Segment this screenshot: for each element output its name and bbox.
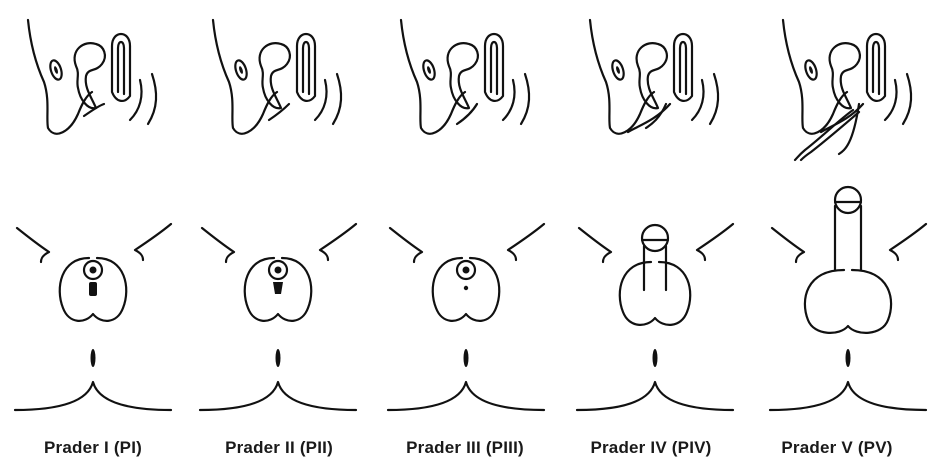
- bladder-outline: [297, 34, 315, 101]
- clitoral-center: [90, 267, 97, 274]
- pubic-curve-1: [503, 80, 515, 120]
- frontal-view-1: [15, 224, 171, 410]
- pubic-curve-1: [130, 80, 142, 120]
- right-inguinal-line: [135, 224, 171, 260]
- body-contour: [590, 20, 654, 134]
- buttock-curve: [200, 382, 356, 410]
- pelvic-organ: [637, 43, 667, 108]
- body-contour: [783, 20, 847, 134]
- anus-mark: [846, 349, 851, 367]
- frontal-view-4: [577, 224, 733, 410]
- buttock-curve: [388, 382, 544, 410]
- buttock-curve: [15, 382, 171, 410]
- prader-stage-5: [770, 20, 926, 410]
- rectum-lumen: [808, 66, 814, 75]
- left-inguinal-line: [772, 228, 804, 262]
- prader-illustrations: [0, 0, 928, 430]
- urogenital-sinus: [457, 104, 477, 124]
- sagittal-view-3: [401, 20, 529, 134]
- left-inguinal-line: [579, 228, 611, 262]
- pelvic-organ: [75, 43, 105, 108]
- bladder-outline: [674, 34, 692, 101]
- left-inguinal-line: [17, 228, 49, 262]
- rectum-lumen: [53, 66, 59, 75]
- pelvic-organ: [448, 43, 478, 108]
- vaginal-opening: [89, 282, 97, 296]
- pelvic-organ: [260, 43, 290, 108]
- left-inguinal-line: [202, 228, 234, 262]
- rectum-lumen: [238, 66, 244, 75]
- penile-shaft: [835, 206, 861, 270]
- right-inguinal-line: [320, 224, 356, 260]
- labioscrotal-outline: [620, 262, 690, 325]
- vaginal-opening: [273, 282, 283, 294]
- pubic-curve-1: [315, 80, 327, 120]
- bladder-outline: [112, 34, 130, 101]
- body-contour: [28, 20, 92, 134]
- body-contour: [213, 20, 277, 134]
- pubic-curve-2: [710, 74, 718, 124]
- labioscrotal-outline: [805, 270, 891, 333]
- sinus-opening: [464, 286, 468, 290]
- bladder-outline: [867, 34, 885, 101]
- stage-label-1: Prader I (PI): [0, 438, 186, 458]
- bladder-inner: [873, 42, 879, 94]
- clitoral-center: [463, 267, 470, 274]
- penile-urethra-outer: [795, 110, 853, 160]
- anus-mark: [276, 349, 281, 367]
- bladder-inner: [118, 42, 124, 94]
- left-inguinal-line: [390, 228, 422, 262]
- bladder-inner: [680, 42, 686, 94]
- sagittal-view-4: [590, 20, 718, 134]
- prader-stage-1: [15, 20, 171, 410]
- stage-label-2: Prader II (PII): [186, 438, 372, 458]
- right-inguinal-line: [508, 224, 544, 260]
- sagittal-view-2: [213, 20, 341, 134]
- bladder-inner: [303, 42, 309, 94]
- anus-mark: [464, 349, 469, 367]
- pubic-curve-1: [885, 80, 897, 120]
- anus-mark: [91, 349, 96, 367]
- right-inguinal-line: [697, 224, 733, 260]
- pubic-curve-2: [333, 74, 341, 124]
- phallus-glans: [642, 225, 668, 251]
- prader-stage-2: [200, 20, 356, 410]
- prader-stage-4: [577, 20, 733, 410]
- pubic-curve-2: [903, 74, 911, 124]
- sagittal-view-5: [783, 20, 911, 160]
- buttock-curve: [577, 382, 733, 410]
- bladder-inner: [491, 42, 497, 94]
- right-inguinal-line: [890, 224, 926, 260]
- body-contour: [401, 20, 465, 134]
- penile-glans: [835, 187, 861, 213]
- bladder-outline: [485, 34, 503, 101]
- stage-label-4: Prader IV (PIV): [558, 438, 744, 458]
- pubic-curve-2: [521, 74, 529, 124]
- stage-label-5: Prader V (PV): [744, 438, 928, 458]
- frontal-view-3: [388, 224, 544, 410]
- phallus-shaft: [644, 246, 666, 290]
- pelvic-organ: [830, 43, 860, 108]
- rectum-lumen: [615, 66, 621, 75]
- frontal-view-2: [200, 224, 356, 410]
- buttock-curve: [770, 382, 926, 410]
- prader-stage-3: [388, 20, 544, 410]
- pubic-curve-2: [148, 74, 156, 124]
- clitoral-center: [275, 267, 282, 274]
- sagittal-view-1: [28, 20, 156, 134]
- frontal-view-5: [770, 187, 926, 410]
- anus-mark: [653, 349, 658, 367]
- rectum-lumen: [426, 66, 432, 75]
- pubic-curve-1: [692, 80, 704, 120]
- stage-label-3: Prader III (PIII): [372, 438, 558, 458]
